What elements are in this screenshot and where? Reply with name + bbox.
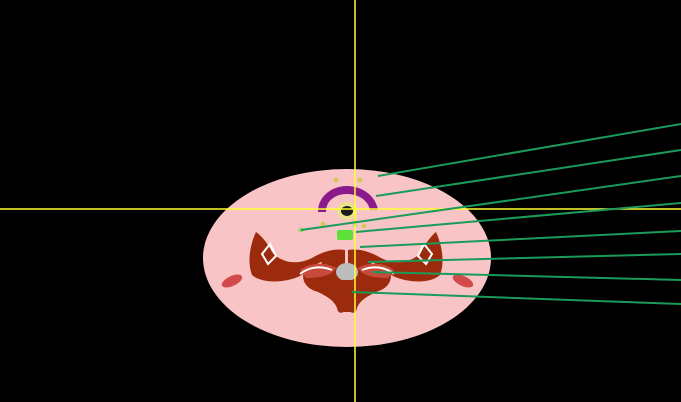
marker-left-mid (320, 221, 326, 227)
pointer-line-8 (351, 291, 681, 305)
pointer-line-5 (359, 230, 681, 248)
label-pointer-lines (300, 123, 681, 305)
pointer-line-7 (371, 271, 681, 281)
spinal-process (342, 280, 352, 312)
pointer-line-2 (375, 149, 681, 197)
marker-right-mid (361, 223, 367, 229)
left-rib-outline (299, 266, 333, 275)
esophagus (337, 230, 353, 240)
pointer-line-6 (367, 253, 681, 263)
marker-left-upper (333, 177, 339, 183)
left-scapula-outline (260, 242, 278, 266)
marker-right-upper (357, 177, 363, 183)
right-lateral-structure (452, 274, 474, 288)
pointer-line-3 (300, 175, 681, 231)
left-lateral-structure (221, 274, 243, 288)
trachea-lumen (341, 206, 353, 216)
vertebral-body (336, 263, 358, 281)
thyroid-arc (318, 186, 378, 212)
body-contour (203, 169, 491, 347)
pointer-line-4 (355, 202, 681, 233)
left-inner-muscle (300, 263, 336, 278)
pointer-line-1 (377, 123, 681, 177)
right-inner-muscle (358, 263, 394, 278)
